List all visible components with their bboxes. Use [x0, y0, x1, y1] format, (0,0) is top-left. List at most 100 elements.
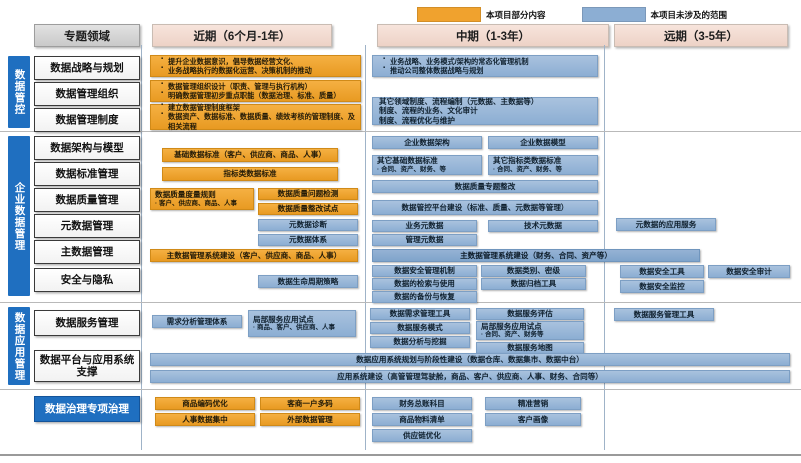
topic-special-governance[interactable]: 数据治理专项治理 [34, 396, 140, 422]
bar-s2-near-quality-pilot[interactable]: 数据质量整改试点 [258, 203, 358, 215]
subtitle: · 合同、资产、财务、等 [377, 165, 446, 173]
section-spine-label-data-application: 数据应用管理 [13, 311, 26, 381]
bar-s3-wide-app-system-build[interactable]: 应用系统建设（高管管理驾驶舱，商品、客户、供应商、人事、财务、合同等） [150, 370, 790, 383]
bullet: 提升企业数据意识，倡导数据经营文化、 [161, 56, 357, 66]
topic-master-data-mgmt[interactable]: 主数据管理 [34, 240, 140, 264]
bar-s3-near-requirement-system[interactable]: 需求分析管理体系 [152, 315, 242, 328]
bar-s2-mid-data-class-level[interactable]: 数据类别、密级 [481, 265, 586, 277]
bar-s2-near-lifecycle-policy[interactable]: 数据生命周期策略 [258, 275, 358, 288]
bar-s2-mid-management-metadata[interactable]: 管理元数据 [372, 234, 477, 246]
section-spine-data-application: 数据应用管理 [8, 307, 30, 385]
bar-s3-wide-app-system-plan[interactable]: 数据应用系统规划与阶段性建设（数据仓库、数据集市、数据中台） [150, 353, 790, 366]
bar-s2-mid-business-metadata[interactable]: 业务元数据 [372, 220, 477, 232]
bar-s2-mid-control-platform[interactable]: 数据管控平台建设（标准、质量、元数据等管理） [372, 200, 598, 215]
bar-s3-near-local-service-pilot[interactable]: 局部服务应用试点 · 商品、客户、供应商、人事 [248, 310, 356, 337]
line: 制度、流程的业务、文化审计 [379, 106, 478, 116]
bullet: 业务战略、业务模式/架构的常态化管理机制 [383, 56, 594, 66]
bar-s4-mid-gl-account[interactable]: 财务总账科目 [372, 397, 472, 410]
bar-s2-mid-archive-tool[interactable]: 数据归档工具 [481, 278, 586, 290]
topic-data-service-mgmt[interactable]: 数据服务管理 [34, 310, 140, 336]
bar-s3-far-service-mgmt-tool[interactable]: 数据服务管理工具 [614, 308, 714, 321]
subtitle: · 客户、供应商、商品、人事 [155, 199, 237, 207]
bar-s2-mid-mdm-build[interactable]: 主数据管理系统建设（财务、合同、资产等） [372, 249, 700, 262]
subtitle: · 合同、资产、财务等 [481, 331, 544, 339]
band-divider-3 [0, 389, 801, 390]
bar-s2-mid-security-mechanism[interactable]: 数据安全管理机制 [372, 265, 477, 277]
legend-label-orange: 本项目部分内容 [486, 9, 546, 20]
topic-data-standard-mgmt[interactable]: 数据标准管理 [34, 162, 140, 186]
bar-s4-near-hr-data-central[interactable]: 人事数据集中 [155, 413, 255, 426]
section-spine-label-enterprise-data: 企业数据管理 [13, 181, 26, 251]
line: 其它领域制度、流程编制（元数据、主数据等） [379, 96, 539, 106]
section-spine-label-governance: 数据管控 [13, 69, 26, 115]
bar-s2-mid-other-indicator-standard[interactable]: 其它指标类数据标准 · 合同、资产、财务、等 [488, 155, 598, 175]
bar-s1-near-institution[interactable]: 建立数据管理制度框架 数据资产、数据标准、数据质量、绩效考核的管理制度、及相关流… [150, 102, 361, 131]
bullet: 数据资产、数据标准、数据质量、绩效考核的管理制度、及相关流程 [161, 111, 357, 131]
legend-item-out-of-scope: 本项目未涉及的范围 [581, 7, 728, 22]
bar-s2-far-security-audit[interactable]: 数据安全审计 [708, 265, 790, 278]
bar-s2-far-security-monitor[interactable]: 数据安全监控 [620, 280, 704, 293]
topic-data-strategy-planning[interactable]: 数据战略与规划 [34, 56, 140, 80]
bar-s1-mid-institution[interactable]: 其它领域制度、流程编制（元数据、主数据等） 制度、流程的业务、文化审计 制度、流… [372, 97, 598, 125]
bar-s2-mid-retrieval-usage[interactable]: 数据的检索与使用 [372, 278, 477, 290]
bar-s3-mid-service-mode[interactable]: 数据服务模式 [370, 322, 470, 334]
bar-s3-mid-service-evaluation[interactable]: 数据服务评估 [476, 308, 584, 320]
bar-s4-mid-customer-profile[interactable]: 客户画像 [485, 413, 581, 426]
title: 局部服务应用试点 [481, 321, 542, 331]
header-phase-far: 远期（3-5年） [614, 24, 788, 47]
bullet: 数据管理组织设计（职责、管理与执行机构） [161, 81, 357, 91]
bar-s2-near-metadata-system[interactable]: 元数据体系 [258, 234, 358, 246]
bar-s4-mid-precision-marketing[interactable]: 精准营销 [485, 397, 581, 410]
line: 制度、流程优化与维护 [379, 115, 455, 125]
topic-data-management-org[interactable]: 数据管理组织 [34, 82, 140, 106]
bar-s3-mid-analysis-mining[interactable]: 数据分析与挖掘 [370, 336, 470, 348]
bar-s2-mid-other-basic-standard[interactable]: 其它基础数据标准 · 合同、资产、财务、等 [372, 155, 482, 175]
bar-s3-mid-local-service-pilot[interactable]: 局部服务应用试点 · 合同、资产、财务等 [476, 321, 584, 340]
topic-data-architecture-model[interactable]: 数据架构与模型 [34, 136, 140, 160]
title: 数据质量度量规则 [155, 190, 216, 200]
subtitle: · 商品、客户、供应商、人事 [253, 324, 335, 332]
bar-s4-near-customer-multicode[interactable]: 客商一户多码 [260, 397, 360, 410]
bullet: 业务战略执行的数据化运营、决策机制的推动 [161, 65, 357, 75]
legend-label-blue: 本项目未涉及的范围 [650, 9, 728, 20]
legend-swatch-orange [417, 7, 481, 22]
section-spine-governance: 数据管控 [8, 56, 30, 128]
bar-s2-far-security-tool[interactable]: 数据安全工具 [620, 265, 704, 278]
header-phase-near: 近期（6个月-1年） [152, 24, 332, 47]
bar-s3-mid-requirement-tool[interactable]: 数据需求管理工具 [370, 308, 470, 320]
section-spine-enterprise-data: 企业数据管理 [8, 136, 30, 296]
bar-s2-near-basic-standard[interactable]: 基础数据标准（客户、供应商、商品、人事） [162, 148, 338, 162]
bar-s2-mid-enterprise-model[interactable]: 企业数据模型 [488, 136, 598, 149]
topic-metadata-mgmt[interactable]: 元数据管理 [34, 214, 140, 238]
topic-security-privacy[interactable]: 安全与隐私 [34, 268, 140, 292]
bar-s2-near-quality-detect[interactable]: 数据质量问题检测 [258, 188, 358, 200]
bottom-rule [0, 454, 801, 456]
bar-s4-mid-supplychain-opt[interactable]: 供应链优化 [372, 429, 472, 442]
bar-s1-mid-strategy[interactable]: 业务战略、业务模式/架构的常态化管理机制 推动公司整体数据战略与规划 [372, 55, 598, 77]
bar-s2-near-quality-rule[interactable]: 数据质量度量规则 · 客户、供应商、商品、人事 [150, 188, 254, 210]
bullet: 明确数据管理初步重点职能（数据治理、标准、质量） [161, 90, 357, 100]
bar-s2-mid-technical-metadata[interactable]: 技术元数据 [488, 220, 598, 232]
bar-s2-mid-backup-recovery[interactable]: 数据的备份与恢复 [372, 291, 477, 303]
column-divider-3 [604, 45, 605, 450]
bar-s4-near-external-data-mgmt[interactable]: 外部数据管理 [260, 413, 360, 426]
bar-s1-near-strategy[interactable]: 提升企业数据意识，倡导数据经营文化、 业务战略执行的数据化运营、决策机制的推动 [150, 55, 361, 77]
bar-s2-near-mdm-build[interactable]: 主数据管理系统建设（客户、供应商、商品、人事） [150, 249, 358, 262]
topic-data-management-system[interactable]: 数据管理制度 [34, 108, 140, 132]
bullet: 建立数据管理制度框架 [161, 102, 357, 112]
bar-s2-far-metadata-service[interactable]: 元数据的应用服务 [616, 218, 716, 231]
bar-s1-near-org[interactable]: 数据管理组织设计（职责、管理与执行机构） 明确数据管理初步重点职能（数据治理、标… [150, 80, 361, 102]
bar-s2-near-metadata-diagnosis[interactable]: 元数据诊断 [258, 219, 358, 231]
column-divider-2 [365, 45, 366, 450]
bar-s4-near-product-code[interactable]: 商品编码优化 [155, 397, 255, 410]
topic-data-quality-mgmt[interactable]: 数据质量管理 [34, 188, 140, 212]
bar-s2-near-indicator-standard[interactable]: 指标类数据标准 [162, 167, 338, 181]
bar-s2-mid-enterprise-architecture[interactable]: 企业数据架构 [372, 136, 482, 149]
title: 其它基础数据标准 [377, 156, 438, 166]
bar-s2-mid-quality-rectification[interactable]: 数据质量专题整改 [372, 180, 598, 193]
topic-platform-app-support[interactable]: 数据平台与应用系统支撑 [34, 350, 140, 382]
legend-item-in-scope: 本项目部分内容 [417, 7, 546, 22]
title: 其它指标类数据标准 [493, 156, 562, 166]
bar-s4-mid-bom-list[interactable]: 商品物料清单 [372, 413, 472, 426]
